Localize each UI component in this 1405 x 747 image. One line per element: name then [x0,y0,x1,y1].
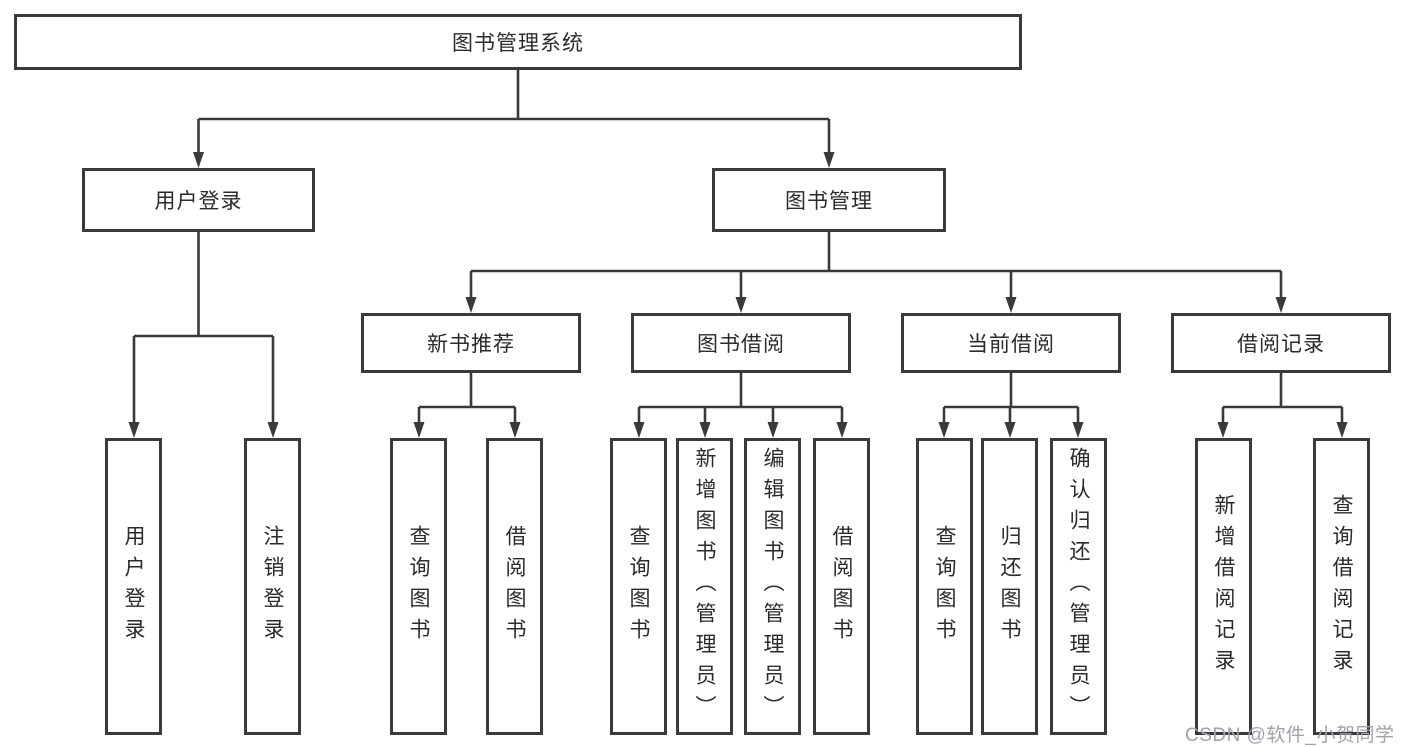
leaf-label: 确认归还（管理员） [1067,447,1090,726]
node-borrow-record: 借阅记录 [1171,313,1391,373]
node-library-system: 图书管理系统 [14,14,1022,70]
leaf-label: 用户登录 [122,524,145,649]
csdn-watermark: CSDN @软件_小贺同学 [1185,725,1395,746]
leaf-label: 查询图书 [407,524,430,649]
leaf-label: 编辑图书（管理员） [761,447,784,726]
leaf-label: 查询图书 [933,524,956,649]
leaf-edit-book-admin: 编辑图书（管理员） [744,438,801,735]
node-book-management: 图书管理 [712,168,946,232]
arrowheads [128,152,1348,438]
leaf-label: 归还图书 [998,524,1021,649]
node-new-book-recommend: 新书推荐 [361,313,581,373]
leaf-label: 查询图书 [627,524,650,649]
leaf-label: 借阅图书 [503,524,526,649]
leaf-borrow-book: 借阅图书 [813,438,870,735]
leaf-confirm-return-admin: 确认归还（管理员） [1050,438,1107,735]
leaf-label: 查询借阅记录 [1330,493,1353,680]
node-user-login: 用户登录 [82,168,315,232]
leaf-add-book-admin: 新增图书（管理员） [676,438,733,735]
node-current-borrow: 当前借阅 [901,313,1121,373]
leaf-label: 新增借阅记录 [1212,493,1235,680]
leaf-user-login: 用户登录 [105,438,162,735]
leaf-add-borrow-record: 新增借阅记录 [1195,438,1252,735]
node-book-borrow: 图书借阅 [631,313,851,373]
leaf-query-book-current: 查询图书 [916,438,973,735]
leaf-query-book-recommend: 查询图书 [390,438,447,735]
leaf-query-borrow-record: 查询借阅记录 [1313,438,1370,735]
leaf-return-book: 归还图书 [981,438,1038,735]
leaf-logout: 注销登录 [244,438,301,735]
leaf-query-book-borrow: 查询图书 [610,438,667,735]
leaf-label: 注销登录 [261,524,284,649]
leaf-label: 新增图书（管理员） [693,447,716,726]
leaf-label: 借阅图书 [830,524,853,649]
leaf-borrow-book-recommend: 借阅图书 [486,438,543,735]
